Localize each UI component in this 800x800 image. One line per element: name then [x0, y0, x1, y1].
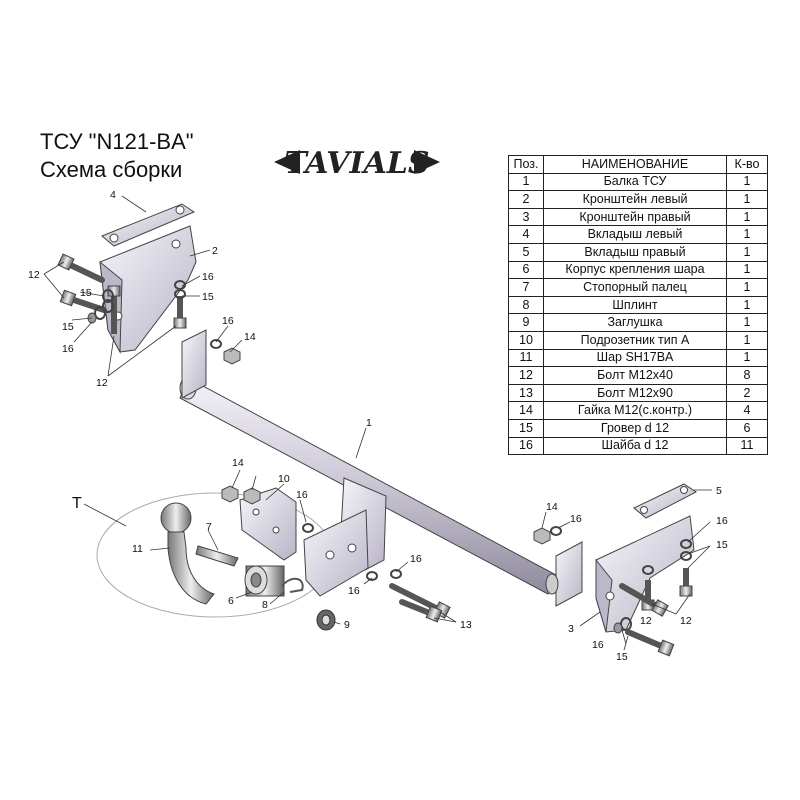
label-bolt-12-c: 12 [680, 615, 692, 627]
logo-text: TAVIALS [284, 146, 429, 181]
label-washer-16-c: 16 [222, 315, 234, 327]
label-nut-14-c: 14 [546, 501, 558, 513]
cap [316, 609, 336, 631]
label-bolt-13: 13 [460, 619, 472, 631]
label-part-7: 7 [206, 521, 212, 533]
diagram-subtitle: Схема сборки [40, 157, 183, 182]
ball-housing [244, 565, 285, 597]
cell-name: Стопорный палец [543, 278, 727, 297]
liner-right [633, 483, 697, 519]
label-washer-16-g: 16 [570, 513, 582, 525]
label-washer-16-i: 16 [592, 639, 604, 651]
label-washer-16-d: 16 [296, 489, 308, 501]
socket-plate-type-a [221, 485, 314, 561]
label-nut-14-a: 14 [244, 331, 256, 343]
tavials-logo: TAVIALS [274, 146, 440, 181]
label-part-1: 1 [366, 417, 372, 429]
label-bolt-12-d: 12 [640, 615, 652, 627]
label-grover-15-a: 15 [80, 287, 92, 299]
label-grover-15-c: 15 [202, 291, 214, 303]
label-washer-16-h: 16 [716, 515, 728, 527]
label-part-9: 9 [344, 619, 350, 631]
cell-name: Болт М12х40 [543, 366, 727, 385]
bolts-m12x90 [366, 569, 451, 623]
label-washer-16-f: 16 [410, 553, 422, 565]
label-grover-15-b: 15 [62, 321, 74, 333]
label-washer-16-e: 16 [348, 585, 360, 597]
table-header-row: Поз. НАИМЕНОВАНИЕ К-во [508, 155, 768, 174]
label-part-10: 10 [278, 473, 290, 485]
locking-pin [195, 545, 239, 567]
label-part-3: 3 [568, 623, 574, 635]
beam-tsu [179, 329, 583, 607]
label-bolt-12-b: 12 [96, 377, 108, 389]
split-pin [281, 577, 304, 593]
cell-name: Кронштейн левый [543, 190, 727, 209]
label-washer-16-b: 16 [202, 271, 214, 283]
label-washer-16-a: 16 [62, 343, 74, 355]
label-part-5: 5 [716, 485, 722, 497]
label-part-6: 6 [228, 595, 234, 607]
cell-name: Шайба d 12 [543, 436, 727, 456]
label-detail-t: T [72, 495, 82, 512]
cell-pos: 16 [508, 436, 544, 456]
tow-ball-sh17ba [160, 502, 215, 605]
label-part-11: 11 [132, 543, 143, 555]
cell-name: Кронштейн правый [543, 207, 727, 227]
callout-labels: 4 2 12 15 15 16 16 15 16 14 12 1 T 11 7 … [28, 189, 728, 663]
label-grover-15-e: 15 [616, 651, 628, 663]
liner-left [101, 203, 196, 247]
label-part-2: 2 [212, 245, 218, 257]
label-nut-14-b: 14 [232, 457, 244, 469]
cell-pos: 14 [508, 401, 544, 420]
diagram-title: ТСУ "N121-BA" [40, 129, 194, 154]
leader-lines [43, 195, 712, 651]
cell-qty: 11 [726, 436, 768, 456]
col-pos: Поз. [508, 155, 544, 174]
label-grover-15-d: 15 [716, 539, 728, 551]
label-part-4: 4 [110, 189, 116, 201]
label-bolt-12-a: 12 [28, 269, 40, 281]
cell-pos: 13 [508, 383, 544, 403]
cell-qty: 1 [726, 278, 768, 297]
washers-left [87, 280, 241, 365]
cell-pos: 10 [508, 330, 544, 350]
label-part-8: 8 [262, 599, 268, 611]
